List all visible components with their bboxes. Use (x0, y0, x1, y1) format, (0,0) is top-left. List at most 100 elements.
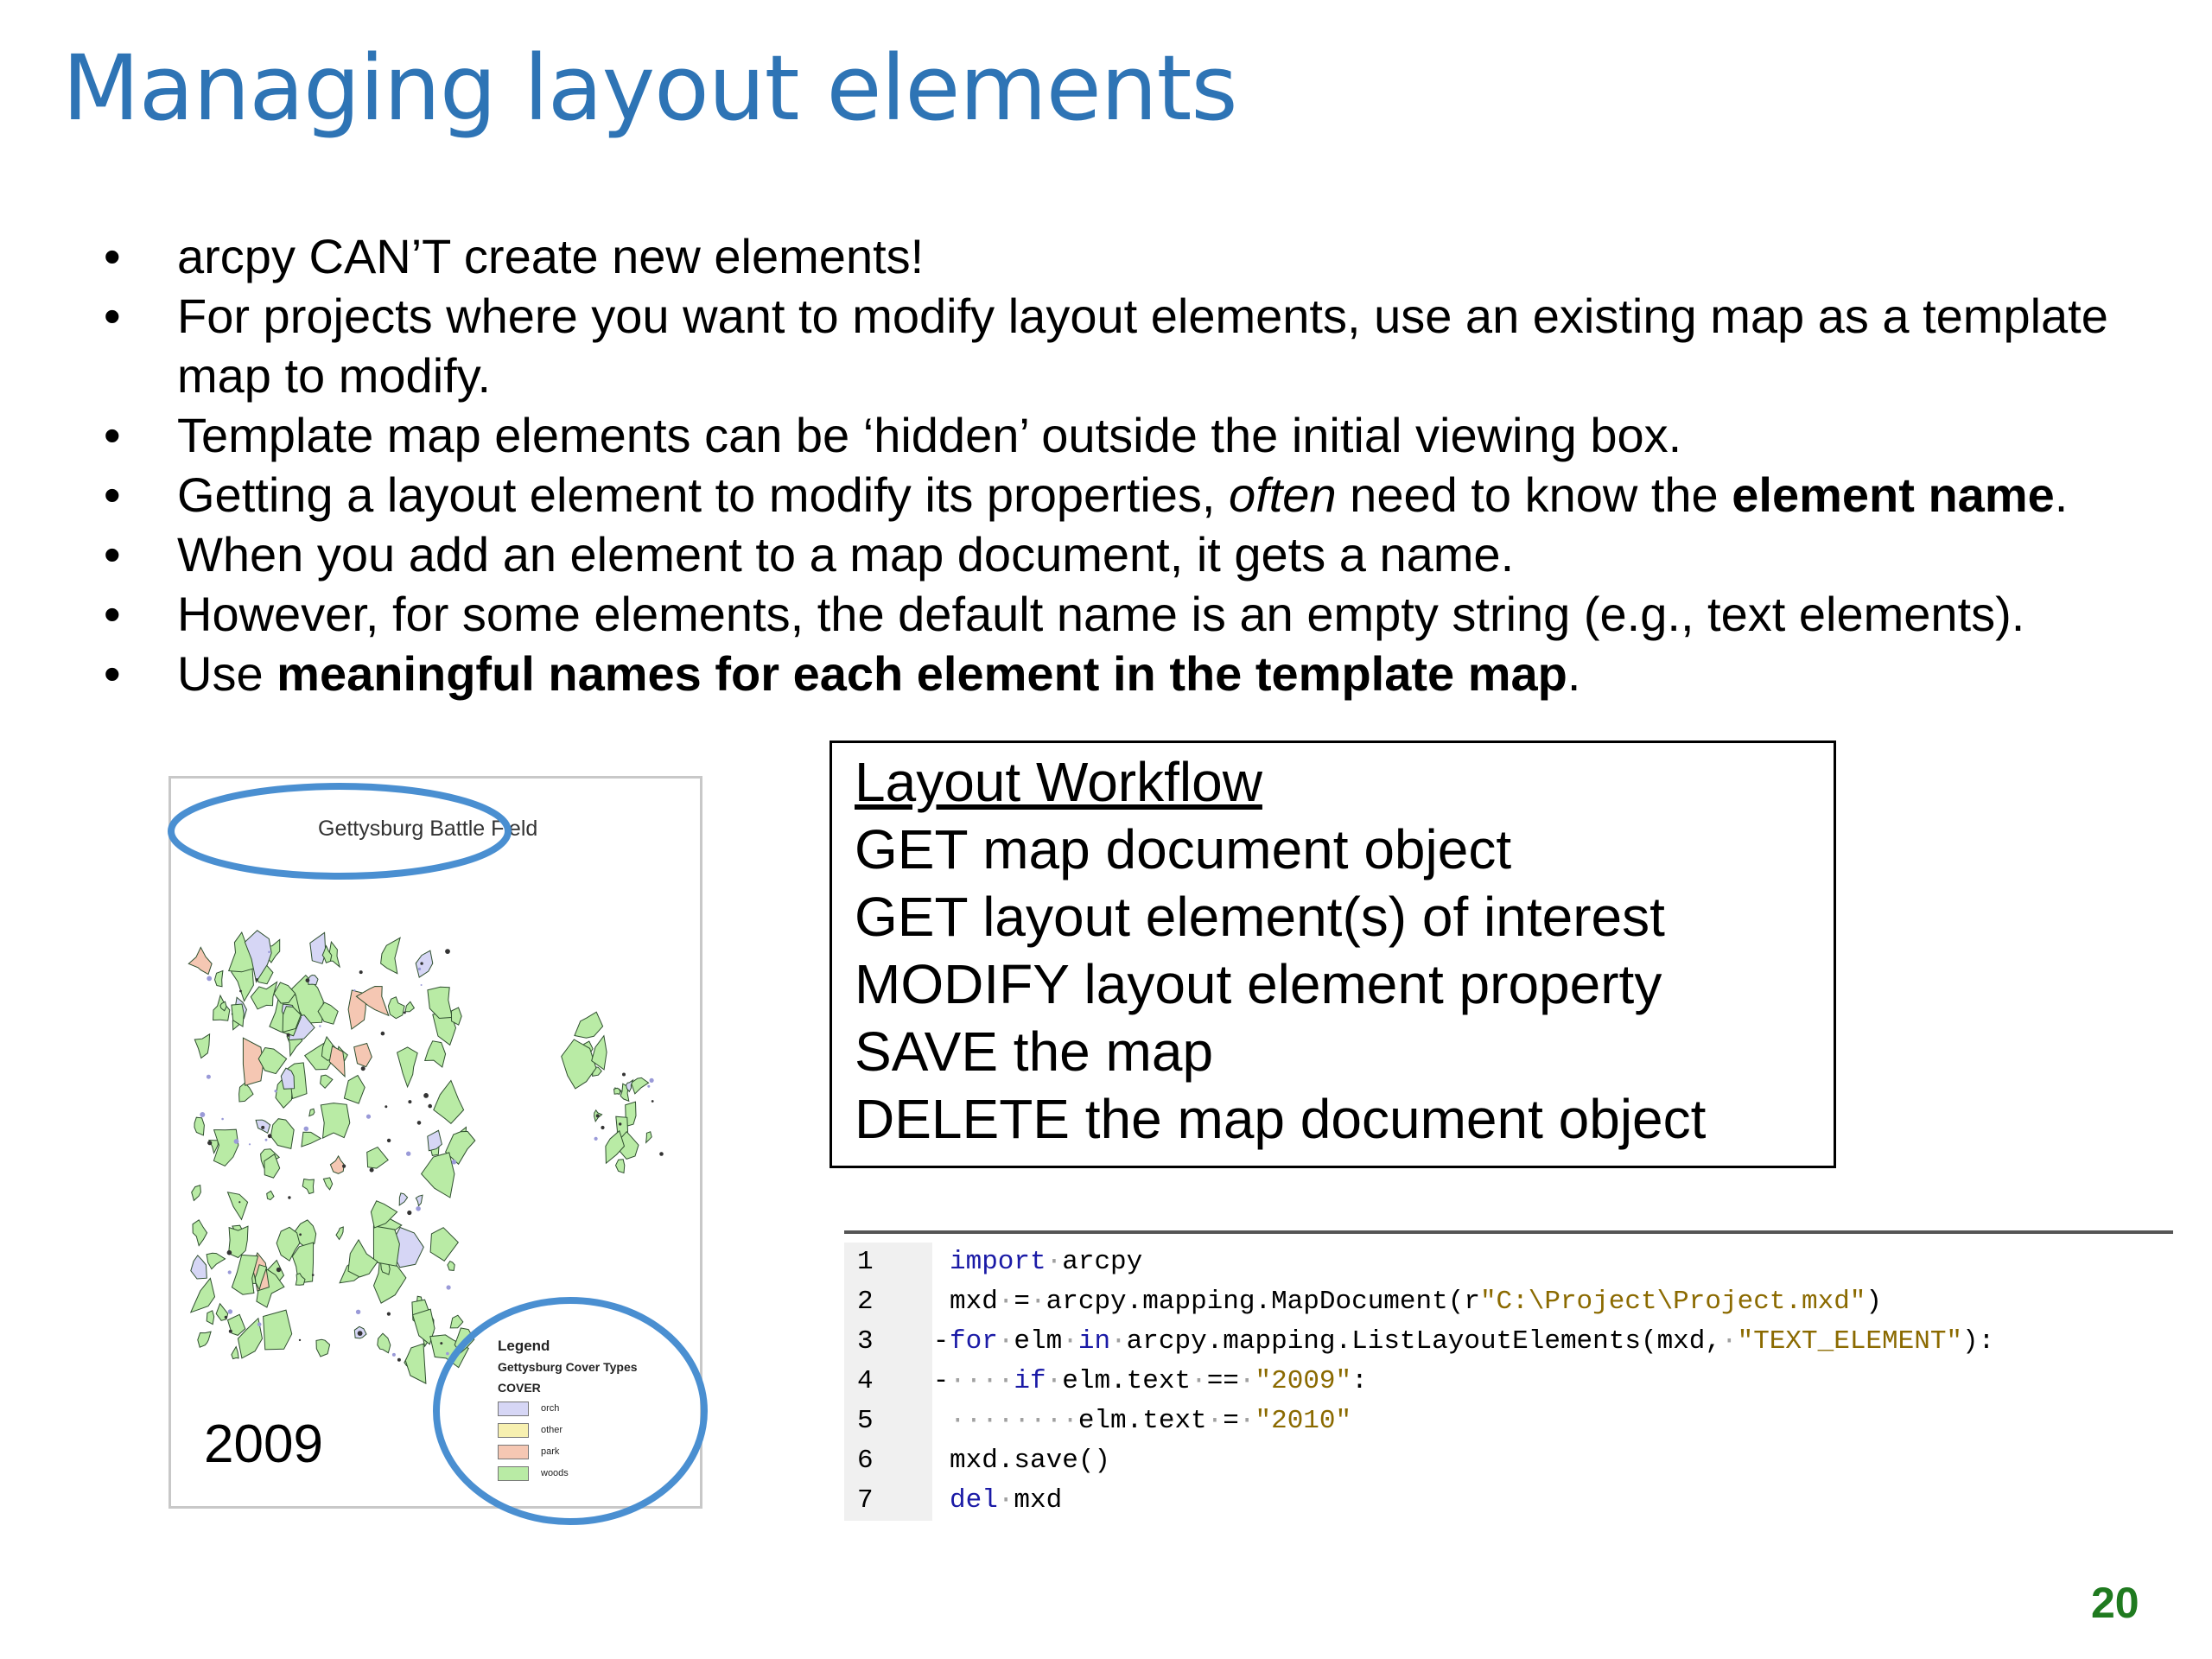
map-feature-patch (427, 986, 453, 1020)
map-feature-patch (231, 1003, 245, 1027)
map-point-feature (360, 1066, 365, 1071)
map-point-feature (446, 1351, 449, 1356)
code-text: for·elm·in·arcpy.mapping.ListLayoutEleme… (950, 1322, 2173, 1362)
code-token: elm.text (1077, 1406, 1207, 1436)
map-point-feature (238, 1201, 241, 1204)
fold-marker-icon[interactable]: - (932, 1326, 950, 1357)
map-feature-patch (206, 1252, 226, 1270)
code-token: arcpy (1062, 1247, 1143, 1277)
title-highlight-ellipse (168, 783, 512, 880)
code-whitespace: · (1046, 1366, 1063, 1396)
map-feature-patch (335, 1226, 344, 1241)
map-feature-patch (188, 946, 213, 976)
map-feature-patch (329, 1154, 345, 1174)
map-feature-patch (237, 1317, 264, 1359)
map-point-feature (369, 1167, 374, 1173)
map-point-feature (659, 1152, 664, 1156)
workflow-step: DELETE the map document object (855, 1088, 1707, 1150)
legend-item: woods (498, 1463, 638, 1484)
code-line: 3-for·elm·in·arcpy.mapping.ListLayoutEle… (844, 1322, 2173, 1362)
map-point-feature (226, 1249, 232, 1255)
map-point-feature (391, 1352, 396, 1357)
map-point-feature (268, 950, 270, 954)
code-token: : (1351, 1366, 1368, 1396)
map-point-feature (311, 1274, 315, 1276)
map-feature-patch (276, 1226, 301, 1262)
map-point-feature (288, 1196, 291, 1199)
map-feature-patch (291, 1242, 315, 1284)
map-point-feature (200, 1112, 206, 1117)
fold-marker-icon[interactable]: - (932, 1366, 950, 1396)
map-point-feature (619, 1122, 622, 1126)
legend-highlight-circle (433, 1297, 708, 1525)
code-text: ····if·elm.text·==·"2009": (950, 1362, 2173, 1402)
legend-swatch (498, 1423, 529, 1438)
map-legend: Legend Gettysburg Cover Types COVER orch… (498, 1336, 638, 1484)
code-token: ) (1866, 1287, 1883, 1317)
legend-field: COVER (498, 1381, 541, 1395)
map-feature-patch (317, 1001, 339, 1025)
map-point-feature (355, 1309, 361, 1314)
map-point-feature (359, 970, 363, 975)
map-year-text: 2009 (204, 1414, 323, 1474)
map-point-feature (420, 984, 423, 986)
map-feature-patch (228, 931, 260, 973)
code-whitespace: · (1030, 1287, 1046, 1317)
code-string: "C:\Project\Project.mxd" (1479, 1287, 1866, 1317)
map-feature-patch (197, 1331, 212, 1348)
map-point-feature (408, 1100, 412, 1104)
slide-title: Managing layout elements (62, 35, 1238, 141)
emphasis-text: often (1229, 467, 1337, 522)
map-feature-patch (429, 1334, 469, 1369)
map-feature-patch (380, 937, 401, 975)
map-point-feature (299, 1233, 302, 1236)
map-point-feature (601, 1125, 605, 1130)
code-line: 5········elm.text·=·"2010" (844, 1402, 2173, 1441)
legend-item: park (498, 1441, 638, 1463)
map-point-feature (207, 976, 213, 982)
map-point-feature (305, 978, 310, 982)
code-token: ): (1962, 1326, 1995, 1357)
map-feature-patch (254, 1264, 268, 1291)
map-point-feature (416, 1206, 421, 1211)
line-number: 6 (844, 1441, 932, 1481)
map-point-feature (647, 1084, 651, 1088)
map-feature-patch (257, 1046, 288, 1075)
workflow-step: GET layout element(s) of interest (855, 886, 1665, 948)
map-point-feature (404, 1011, 406, 1014)
map-feature-patch (213, 1128, 239, 1167)
code-token: elm (1014, 1326, 1063, 1357)
map-point-feature (267, 1134, 272, 1139)
map-point-feature (342, 1164, 346, 1168)
map-feature-patch (415, 1194, 423, 1207)
map-feature-patch (447, 1260, 455, 1271)
map-point-feature (261, 1125, 265, 1129)
map-point-feature (386, 1138, 391, 1143)
map-point-feature (353, 989, 356, 992)
map-feature-patch (238, 1082, 254, 1103)
map-feature-patch (270, 1118, 295, 1150)
map-point-feature (303, 1126, 309, 1132)
map-feature-patch (266, 1190, 275, 1201)
code-token: mxd.save() (950, 1446, 1111, 1476)
code-whitespace: · (1191, 1366, 1207, 1396)
code-token: arcpy.mapping.ListLayoutElements(mxd, (1126, 1326, 1721, 1357)
code-text: mxd·=·arcpy.mapping.MapDocument(r"C:\Pro… (950, 1282, 2173, 1322)
code-text: import·arcpy (950, 1243, 2173, 1282)
map-feature-patch (347, 1238, 378, 1278)
map-feature-patch (322, 1177, 334, 1191)
map-feature-patch (605, 1129, 626, 1165)
map-point-feature (420, 962, 423, 965)
map-point-feature (451, 1160, 457, 1165)
code-whitespace: · (1238, 1366, 1255, 1396)
map-point-feature (428, 1103, 433, 1109)
map-feature-patch (355, 985, 390, 1017)
map-feature-patch (372, 1225, 400, 1267)
map-feature-patch (320, 1103, 351, 1139)
legend-swatch (498, 1402, 529, 1416)
map-feature-patch (614, 1159, 626, 1174)
map-feature-patch (420, 1152, 455, 1198)
map-feature-patch (370, 1200, 398, 1229)
